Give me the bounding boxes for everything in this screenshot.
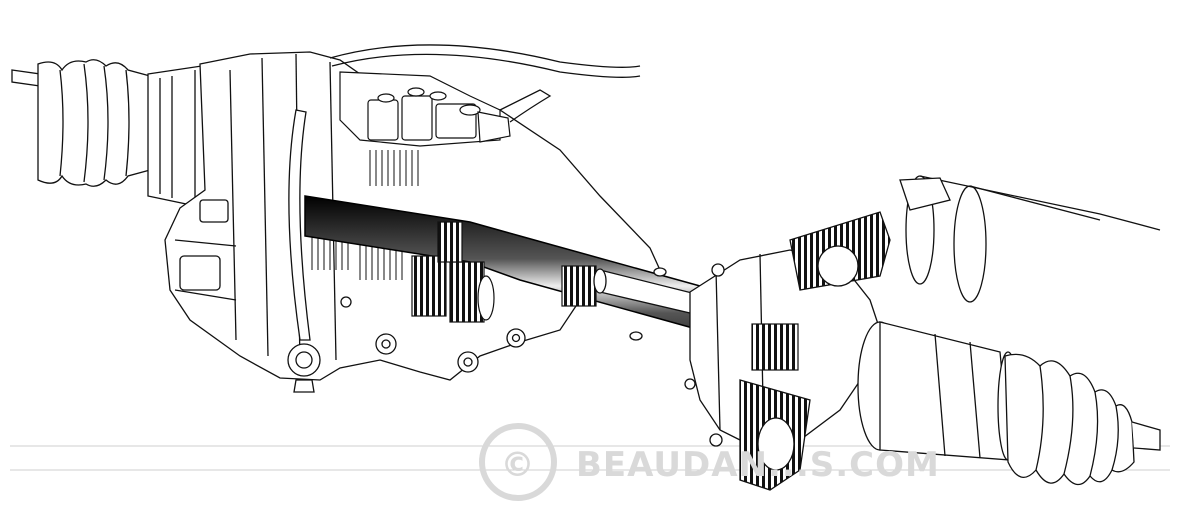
output-spline	[751, 323, 799, 371]
ring-gear	[739, 211, 891, 491]
copyright-symbol: ©	[501, 445, 536, 485]
right-outer-joint	[857, 321, 1019, 461]
watermark-text: BEAUDAN...S.COM	[576, 445, 940, 485]
watermark: © BEAUDAN...S.COM	[479, 423, 940, 501]
right-flange	[899, 175, 1161, 303]
hose	[329, 44, 641, 123]
left-cv-boot	[11, 59, 151, 187]
right-cv-boot	[1004, 353, 1161, 486]
gear-stack-left	[411, 221, 597, 323]
selector-block	[339, 71, 511, 147]
gearbox-mounts	[340, 296, 526, 373]
linkage-rod	[287, 109, 321, 393]
copyright-icon	[479, 423, 557, 501]
internal-springs	[311, 150, 419, 280]
